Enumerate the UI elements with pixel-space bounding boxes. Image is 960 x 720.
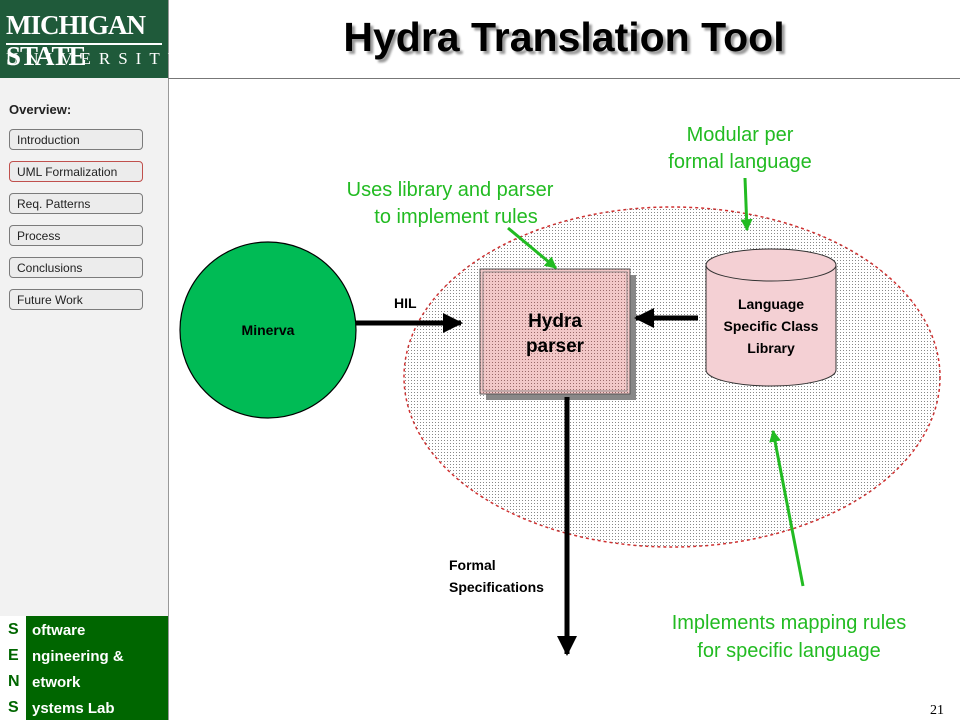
library-label-line-1: Language: [738, 296, 804, 312]
note-modular-line-2: formal language: [668, 151, 811, 173]
hydra-parser-box: Hydra parser: [479, 268, 636, 400]
sens-word-software: oftware: [32, 622, 86, 639]
hil-label: HIL: [394, 295, 417, 311]
formal-spec-label-line-2: Specifications: [449, 579, 544, 595]
sens-letter-s2: S: [8, 699, 19, 716]
sens-word-systems: ystems Lab: [32, 700, 115, 717]
sens-word-network: etwork: [32, 674, 81, 691]
parser-label-line-2: parser: [526, 336, 585, 357]
sens-letter-n: N: [8, 673, 20, 690]
nav-conclusions[interactable]: Conclusions: [9, 257, 143, 278]
nav-introduction[interactable]: Introduction: [9, 129, 143, 150]
language-library-cylinder: Language Specific Class Library: [705, 248, 837, 387]
library-label-line-3: Library: [747, 340, 795, 356]
logo-line-1: MICHIGAN STATE: [6, 10, 146, 71]
nav-future-work[interactable]: Future Work: [9, 289, 143, 310]
minerva-node: Minerva: [179, 241, 357, 419]
logo-line-2: UNIVERSITY: [6, 49, 188, 68]
nav-uml-formalization[interactable]: UML Formalization: [9, 161, 143, 182]
page-number: 21: [930, 703, 944, 718]
library-label-line-2: Specific Class: [724, 318, 819, 334]
note-modular-line-1: Modular per: [687, 124, 794, 146]
sens-letters: S E N S: [0, 616, 26, 720]
sens-letter-s1: S: [8, 621, 19, 638]
nav-req-patterns[interactable]: Req. Patterns: [9, 193, 143, 214]
note-uses-line-2: to implement rules: [374, 206, 537, 228]
note-modular-arrow: [740, 177, 753, 232]
logo-rule: [6, 43, 162, 45]
sens-words: oftware ngineering & etwork ystems Lab: [26, 616, 168, 720]
note-implements-line-1: Implements mapping rules: [672, 612, 907, 634]
diagram: Minerva HIL Hydra parser Language Specif…: [179, 124, 941, 662]
parser-label-line-1: Hydra: [528, 311, 582, 332]
sens-letter-e: E: [8, 647, 19, 664]
note-implements-line-2: for specific language: [697, 640, 880, 662]
sidebar: MICHIGAN STATE UNIVERSITY Overview: Intr…: [0, 0, 180, 720]
sens-word-engineering: ngineering &: [32, 648, 124, 665]
sens-lab-logo: S E N S oftware ngineering & etwork yste…: [0, 616, 168, 720]
nav-process[interactable]: Process: [9, 225, 143, 246]
note-uses-arrow: [507, 226, 557, 270]
overview-label: Overview:: [9, 102, 72, 117]
note-uses-line-1: Uses library and parser: [347, 179, 554, 201]
formal-spec-label-line-1: Formal: [449, 557, 496, 573]
minerva-label: Minerva: [242, 322, 295, 338]
note-implements-arrow: [769, 429, 805, 587]
msu-logo: MICHIGAN STATE UNIVERSITY: [0, 0, 180, 78]
title-divider: [168, 78, 960, 79]
page-title: Hydra Translation Tool: [343, 14, 785, 60]
